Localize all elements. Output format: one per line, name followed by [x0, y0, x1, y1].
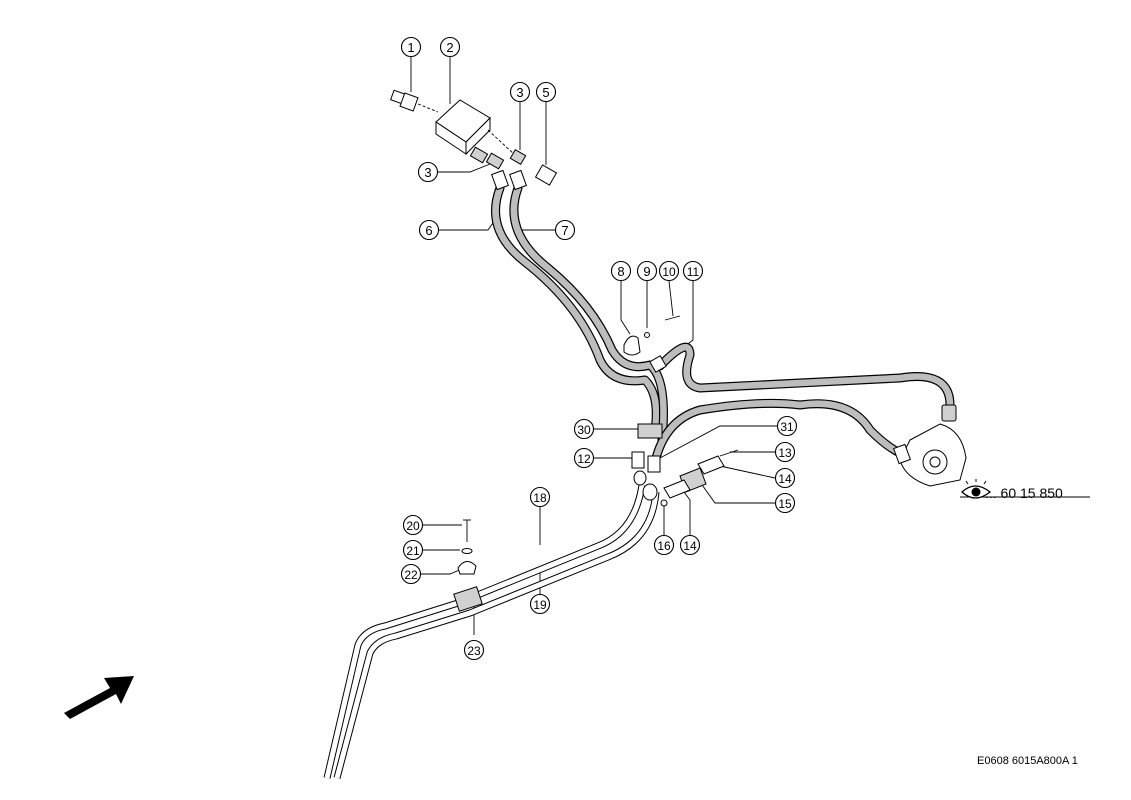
callout-31: 31 [776, 415, 798, 437]
svg-text:30: 30 [577, 423, 591, 437]
document-code: E0608 6015A800A 1 [977, 755, 1078, 767]
callout-12: 12 [573, 447, 595, 469]
callout-3b: 3 [417, 161, 439, 183]
pump [892, 404, 967, 487]
svg-text:1: 1 [407, 40, 414, 55]
leader-lines [410, 57, 1090, 635]
callout-19: 19 [529, 593, 551, 615]
callout-14a: 14 [774, 467, 796, 489]
svg-text:8: 8 [617, 264, 624, 279]
svg-text:31: 31 [780, 420, 794, 434]
callout-11: 11 [682, 260, 704, 282]
svg-text:2: 2 [446, 40, 453, 55]
svg-text:11: 11 [687, 265, 700, 279]
eye-icon [961, 479, 992, 499]
callout-6: 6 [418, 219, 440, 241]
callout-13: 13 [774, 441, 796, 463]
svg-text:14: 14 [683, 539, 697, 553]
callout-2: 2 [439, 36, 461, 58]
callout-21: 21 [402, 539, 424, 561]
callout-14b: 14 [679, 534, 701, 556]
callout-30: 30 [573, 418, 595, 440]
svg-text:7: 7 [561, 223, 568, 238]
callout-22: 22 [400, 563, 422, 585]
svg-text:15: 15 [778, 497, 792, 511]
callout-1: 1 [400, 36, 422, 58]
arrow-icon [64, 676, 134, 719]
svg-text:19: 19 [533, 598, 547, 612]
svg-text:23: 23 [467, 644, 481, 658]
callout-16: 16 [653, 534, 675, 556]
pipes [323, 484, 660, 779]
svg-text:3: 3 [516, 85, 523, 100]
svg-text:5: 5 [542, 85, 549, 100]
callout-7: 7 [554, 219, 576, 241]
svg-text:18: 18 [533, 491, 547, 505]
svg-text:13: 13 [778, 446, 792, 460]
svg-text:16: 16 [657, 539, 671, 553]
callout-8: 8 [610, 260, 632, 282]
callout-5: 5 [535, 81, 557, 103]
svg-text:6: 6 [425, 223, 432, 238]
fittings [390, 89, 967, 612]
reference-text: ... 60 15 850 [985, 485, 1063, 501]
callout-10: 10 [658, 260, 680, 282]
svg-text:14: 14 [778, 472, 792, 486]
callout-23: 23 [463, 639, 485, 661]
callout-3a: 3 [509, 81, 531, 103]
callout-9: 9 [636, 260, 658, 282]
svg-text:10: 10 [662, 265, 676, 279]
callout-20: 20 [402, 514, 424, 536]
svg-text:21: 21 [406, 544, 420, 558]
svg-text:20: 20 [406, 519, 420, 533]
hoses [491, 183, 955, 467]
svg-text:22: 22 [404, 568, 418, 582]
svg-text:9: 9 [643, 264, 650, 279]
callout-15: 15 [774, 492, 796, 514]
svg-text:12: 12 [577, 452, 591, 466]
callout-18: 18 [529, 486, 551, 508]
svg-text:3: 3 [424, 165, 431, 180]
